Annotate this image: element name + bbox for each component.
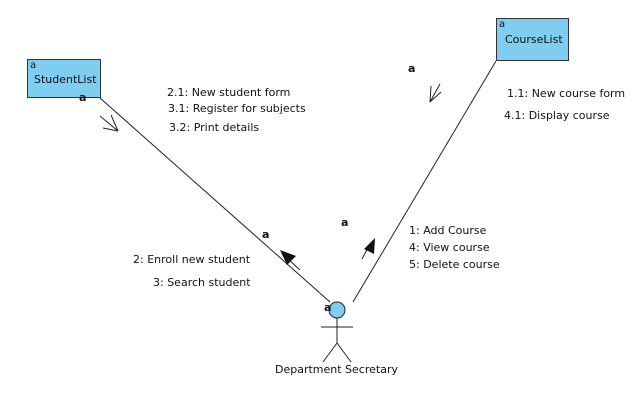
class-marker: a — [30, 60, 37, 71]
studentlist-box[interactable]: a StudentList — [27, 59, 101, 98]
class-marker: a — [499, 19, 506, 30]
association-marker: a — [79, 91, 87, 104]
filled-arrow-icon — [280, 250, 301, 271]
association-marker: a — [341, 216, 349, 229]
message-label: 1: Add Course — [409, 224, 487, 237]
open-arrow-icon — [99, 114, 119, 132]
actor-icon — [321, 301, 353, 363]
message-label: 1.1: New course form — [507, 87, 626, 100]
message-label: 2: Enroll new student — [133, 253, 251, 266]
link-courselist-actor — [352, 60, 497, 303]
open-arrow-icon — [429, 83, 442, 103]
message-label: 2.1: New student form — [167, 86, 291, 99]
message-label: 3.2: Print details — [169, 121, 260, 134]
actor-marker: a — [324, 301, 332, 314]
message-label: 3.1: Register for subjects — [168, 102, 306, 115]
message-label: 5: Delete course — [409, 258, 500, 271]
message-label: 4.1: Display course — [504, 109, 610, 122]
association-marker: a — [262, 228, 270, 241]
association-marker: a — [408, 62, 416, 75]
actor-name: Department Secretary — [275, 363, 398, 376]
link-studentlist-actor — [99, 97, 331, 303]
message-label: 4: View course — [409, 241, 490, 254]
class-name: CourseList — [505, 33, 563, 46]
courselist-box[interactable]: a CourseList — [496, 18, 569, 61]
class-name: StudentList — [34, 73, 97, 86]
message-label: 3: Search student — [153, 276, 251, 289]
filled-arrow-icon — [361, 238, 375, 260]
